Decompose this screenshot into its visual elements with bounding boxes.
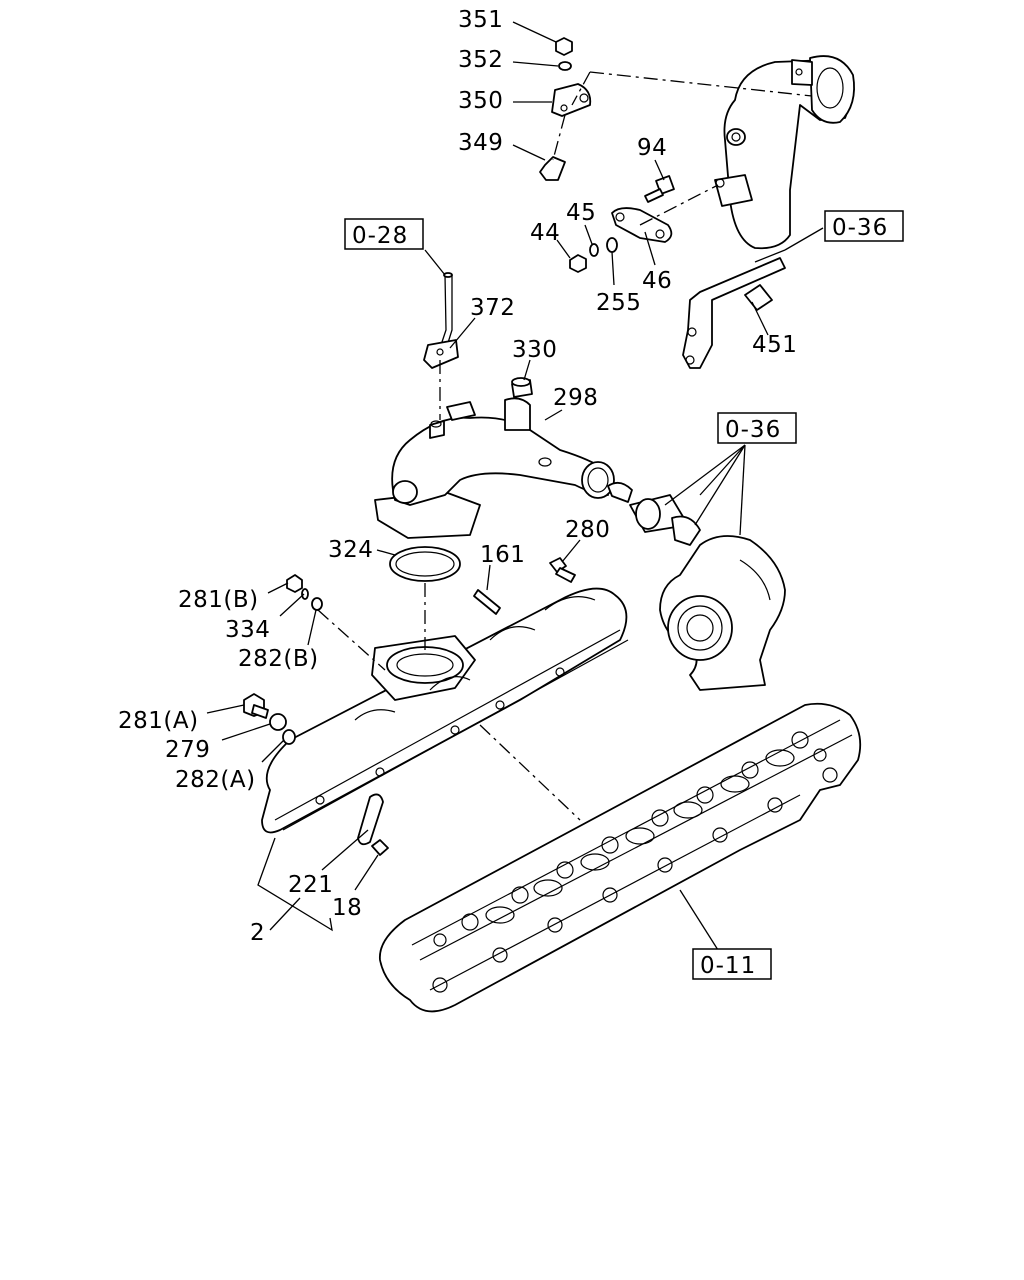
plug-281a bbox=[243, 693, 269, 719]
bracket-350 bbox=[551, 83, 592, 117]
ref-box-0-28: 0-28 bbox=[344, 218, 424, 250]
label-221: 221 bbox=[288, 872, 333, 898]
ref-0-11-text: 0-11 bbox=[700, 953, 756, 979]
ref-0-28-text: 0-28 bbox=[352, 223, 408, 249]
label-46: 46 bbox=[642, 268, 672, 294]
label-281b: 281(B) bbox=[178, 587, 259, 613]
label-281a: 281(A) bbox=[118, 708, 199, 734]
label-94: 94 bbox=[637, 135, 667, 161]
bolt-349 bbox=[539, 156, 566, 181]
label-330: 330 bbox=[512, 337, 557, 363]
washer-45 bbox=[589, 243, 599, 257]
washer-279 bbox=[269, 713, 287, 731]
label-451: 451 bbox=[752, 332, 797, 358]
label-372: 372 bbox=[470, 295, 515, 321]
washer-255 bbox=[606, 237, 618, 253]
dash-dot-lines bbox=[317, 71, 813, 821]
label-334: 334 bbox=[225, 617, 270, 643]
ref-0-36-mid-text: 0-36 bbox=[725, 417, 781, 443]
intake-elbow-298 bbox=[374, 397, 615, 539]
ref-box-0-11: 0-11 bbox=[692, 948, 772, 980]
label-324: 324 bbox=[328, 537, 373, 563]
clip-221 bbox=[357, 793, 384, 846]
turbo-outlet-pipe bbox=[714, 55, 855, 250]
label-44: 44 bbox=[530, 220, 560, 246]
washer-352 bbox=[558, 61, 572, 71]
label-282b: 282(B) bbox=[238, 646, 319, 672]
washer-282a bbox=[282, 729, 296, 745]
ref-box-0-36-mid: 0-36 bbox=[717, 412, 797, 444]
stud-161 bbox=[473, 589, 501, 615]
leader-lines bbox=[206, 21, 824, 951]
label-255: 255 bbox=[596, 290, 641, 316]
label-351: 351 bbox=[458, 7, 503, 33]
label-2: 2 bbox=[250, 920, 265, 946]
cylinder-head bbox=[379, 702, 862, 1013]
washer-334 bbox=[301, 588, 309, 600]
label-18: 18 bbox=[332, 895, 362, 921]
label-298: 298 bbox=[553, 385, 598, 411]
plug-330 bbox=[511, 377, 533, 398]
nut-351 bbox=[555, 37, 573, 56]
bolt-18 bbox=[371, 839, 389, 856]
clip-372 bbox=[423, 339, 459, 369]
ref-box-0-36-top: 0-36 bbox=[824, 210, 904, 242]
turbocharger bbox=[659, 535, 786, 691]
bracket-46 bbox=[611, 207, 673, 243]
label-45: 45 bbox=[566, 200, 596, 226]
label-280: 280 bbox=[565, 517, 610, 543]
label-352: 352 bbox=[458, 47, 503, 73]
gasket-324 bbox=[389, 546, 461, 582]
label-279: 279 bbox=[165, 737, 210, 763]
ref-0-36-top-text: 0-36 bbox=[832, 215, 888, 241]
washer-282b bbox=[311, 597, 323, 611]
hose-clamps bbox=[607, 481, 701, 546]
nut-44 bbox=[569, 254, 587, 273]
bolt-94 bbox=[644, 175, 675, 203]
label-350: 350 bbox=[458, 88, 503, 114]
intake-manifold bbox=[261, 587, 629, 834]
label-161: 161 bbox=[480, 542, 525, 568]
label-282a: 282(A) bbox=[175, 767, 256, 793]
nut-281b bbox=[286, 574, 303, 593]
label-349: 349 bbox=[458, 130, 503, 156]
